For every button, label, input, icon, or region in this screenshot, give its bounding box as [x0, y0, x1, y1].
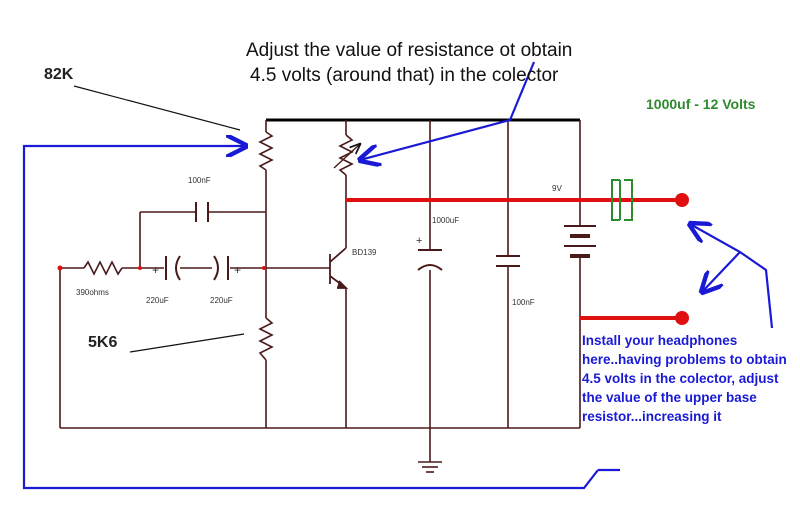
potentiometer	[338, 134, 354, 176]
top-annotation-line2: 4.5 volts (around that) in the colector	[250, 65, 559, 86]
label-1000uf: 1000uF	[432, 216, 460, 225]
plus-sign: +	[152, 263, 159, 277]
blue-annotation-arrows	[22, 61, 774, 490]
series-capacitor-bracket	[611, 179, 633, 221]
headphone-terminal-bottom	[675, 311, 689, 325]
junction-dot	[138, 266, 142, 270]
capacitor-220uf-b	[213, 255, 229, 281]
install-note: Install your headphones here..having pro…	[582, 333, 787, 424]
battery-9v	[564, 225, 596, 258]
capacitor-100nf-right	[496, 255, 520, 267]
label-battery: 9V	[552, 184, 562, 193]
label-82k: 82K	[44, 66, 74, 83]
pointer-82k	[73, 85, 241, 131]
resistor-82k	[258, 131, 274, 171]
capacitor-note: 1000uf - 12 Volts	[646, 96, 756, 112]
label-5k6: 5K6	[88, 334, 118, 351]
circuit-wires	[59, 120, 581, 462]
resistor-input	[83, 260, 123, 276]
headphone-terminal-top	[675, 193, 689, 207]
top-annotation: Adjust the value of resistance ot obtain…	[246, 38, 572, 88]
potentiometer-wiper	[333, 144, 360, 169]
top-annotation-line1: Adjust the value of resistance ot obtain	[246, 40, 573, 61]
ground-symbol	[418, 461, 442, 473]
capacitor-220uf-a	[165, 255, 181, 281]
capacitor-1000uf	[417, 249, 443, 271]
resistor-5k6	[258, 317, 274, 361]
label-transistor: BD139	[352, 248, 377, 257]
transistor-bd139	[329, 247, 349, 289]
label-220uf-a: 220uF	[146, 296, 169, 305]
label-100nf-top: 100nF	[188, 176, 211, 185]
plus-sign: +	[416, 235, 422, 247]
label-input-resistor: 390ohms	[76, 288, 109, 297]
label-100nf-right: 100nF	[512, 298, 535, 307]
input-terminal	[57, 265, 63, 271]
label-220uf-b: 220uF	[210, 296, 233, 305]
pointer-5k6	[129, 333, 245, 353]
junction-dot	[262, 266, 266, 270]
plus-sign: +	[234, 263, 241, 277]
capacitor-100nf-top	[195, 202, 209, 222]
